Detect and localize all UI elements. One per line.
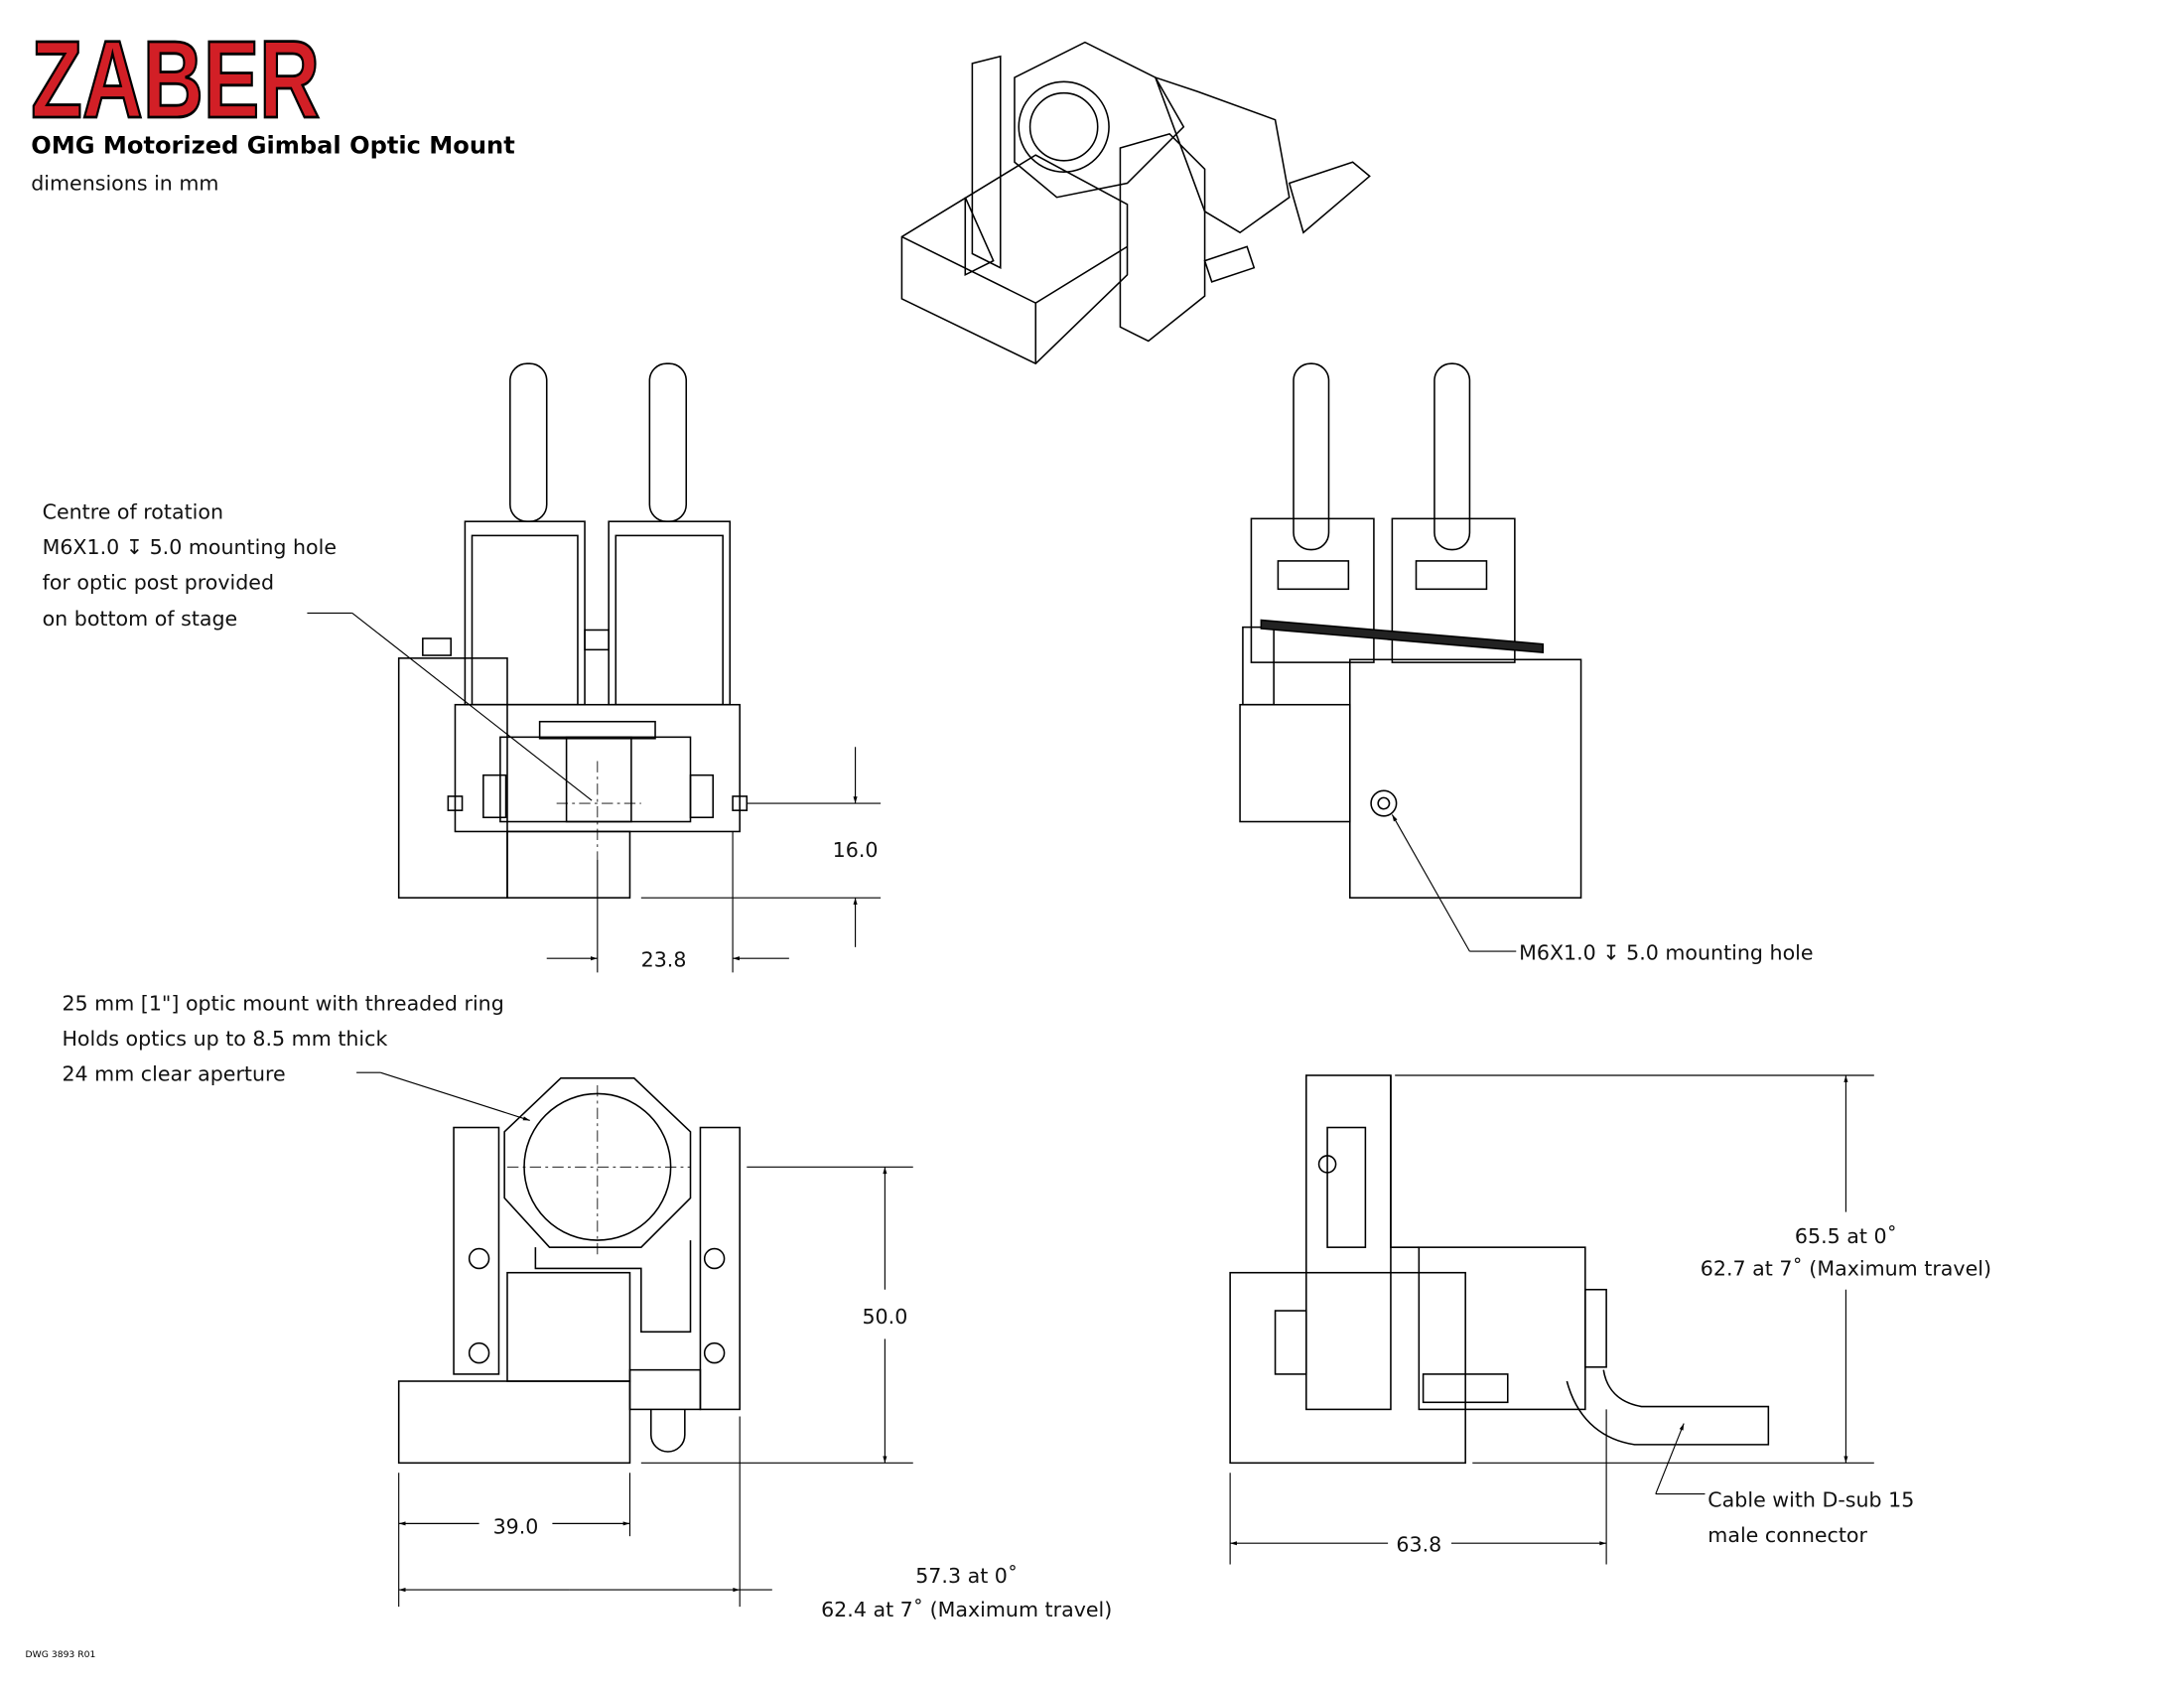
svg-text:24 mm clear aperture: 24 mm clear aperture	[62, 1062, 285, 1086]
width-dim-0: 57.3 at 0˚	[915, 1564, 1018, 1588]
optic-center-lines	[356, 1071, 691, 1255]
height-dim-0: 65.5 at 0˚	[1795, 1224, 1897, 1248]
rotation-center-lines	[307, 612, 641, 860]
front-view	[397, 362, 749, 899]
dimension-23-8	[546, 831, 789, 973]
dimension-63-8	[1229, 1409, 1607, 1565]
dimension-16	[640, 747, 882, 947]
width-dim-7: 62.4 at 7˚ (Maximum travel)	[821, 1598, 1112, 1621]
isometric-view	[900, 41, 1371, 365]
cable-leader	[1655, 1423, 1706, 1495]
svg-text:Centre of rotation: Centre of rotation	[43, 499, 223, 523]
optic-note: 25 mm [1"] optic mount with threaded rin…	[62, 992, 503, 1086]
svg-text:Holds optics up to 8.5 mm thic: Holds optics up to 8.5 mm thick	[62, 1027, 387, 1051]
drawing-title: OMG Motorized Gimbal Optic Mount	[31, 132, 515, 160]
cable-note-1: Cable with D-sub 15	[1707, 1487, 1914, 1511]
optic-view	[397, 1077, 741, 1465]
dim-50-label: 50.0	[862, 1305, 907, 1329]
svg-text:ZABER: ZABER	[31, 19, 320, 141]
dim-39-label: 39.0	[493, 1514, 539, 1538]
zaber-logo: ZABER	[30, 17, 322, 142]
profile-view	[1229, 1074, 1770, 1465]
side-hole-leader	[1391, 814, 1517, 952]
height-dim-7: 62.7 at 7˚ (Maximum travel)	[1701, 1257, 1991, 1281]
units-note: dimensions in mm	[31, 172, 218, 196]
svg-text:for optic post provided: for optic post provided	[43, 570, 274, 594]
rotation-note: Centre of rotation M6X1.0 ↧ 5.0 mounting…	[43, 499, 337, 631]
dim-16-label: 16.0	[833, 838, 879, 862]
side-hole-note: M6X1.0 ↧ 5.0 mounting hole	[1519, 941, 1813, 965]
dim-23-8-label: 23.8	[641, 948, 687, 972]
svg-text:25 mm [1"] optic mount with th: 25 mm [1"] optic mount with threaded rin…	[62, 992, 503, 1016]
cable-note-2: male connector	[1707, 1523, 1867, 1547]
svg-text:on bottom of stage: on bottom of stage	[43, 607, 238, 631]
dim-63-8-label: 63.8	[1396, 1533, 1441, 1557]
dimension-height	[1395, 1074, 1874, 1464]
dimension-39	[398, 1416, 772, 1608]
drawing-number: DWG 3893 R01	[26, 1649, 96, 1660]
svg-text:M6X1.0 ↧ 5.0 mounting hole: M6X1.0 ↧ 5.0 mounting hole	[43, 535, 337, 559]
side-view	[1239, 362, 1582, 899]
dimension-50	[640, 1166, 913, 1464]
